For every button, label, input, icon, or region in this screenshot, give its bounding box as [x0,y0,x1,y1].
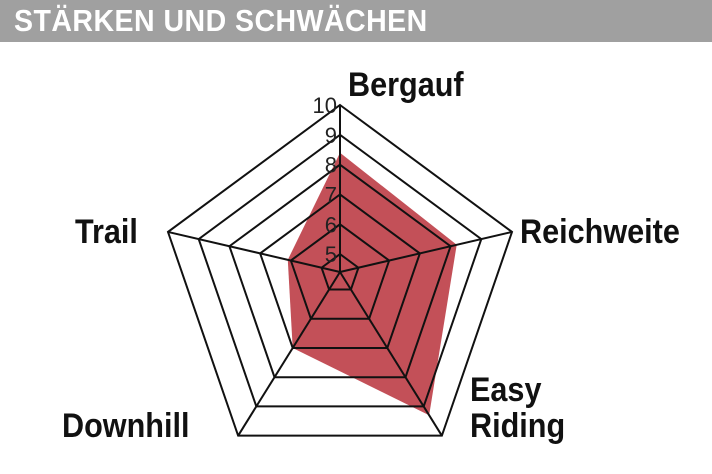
axis-spoke-downhill [237,271,341,437]
grid-ring-8 [228,163,452,379]
axis-spoke-trail [167,230,341,273]
tick-label-7: 7 [325,182,337,207]
tick-label-8: 8 [325,153,337,178]
grid-ring-9 [197,133,483,408]
tick-label-10: 10 [313,93,337,118]
axis-label-reichweite: Reichweite [520,213,680,251]
axis-label-easy: Easy [470,371,542,409]
grid-ring-5 [320,252,360,291]
tick-label-9: 9 [325,123,337,148]
tick-label-5: 5 [325,242,337,267]
data-area [287,152,457,416]
grid-ring-7 [258,193,422,349]
chart-title: STÄRKEN UND SCHWÄCHEN [14,3,428,38]
axis-label-trail: Trail [75,213,138,251]
header-bar: STÄRKEN UND SCHWÄCHEN [0,0,712,42]
tick-label-6: 6 [325,212,337,237]
axis-label-bergauf: Bergauf [348,66,464,104]
axis-label-riding: Riding [470,407,566,445]
axis-spoke-easy-riding [339,271,443,437]
grid-ring-10 [166,103,514,437]
axis-spoke-reichweite [339,230,513,273]
axis-label-downhill: Downhill [62,407,190,445]
grid-ring-6 [289,223,391,320]
